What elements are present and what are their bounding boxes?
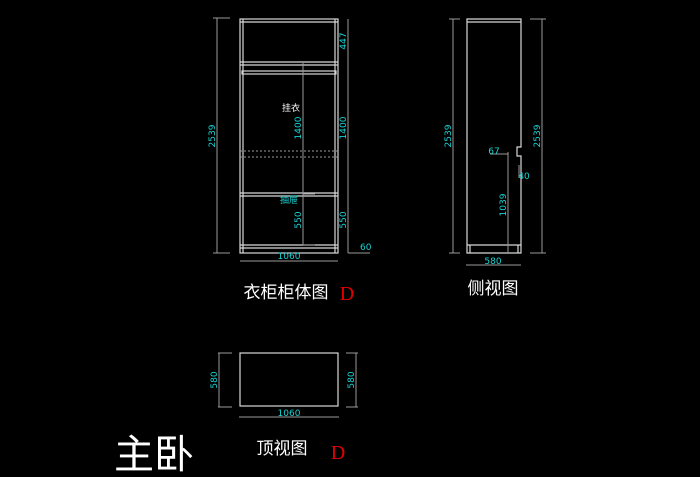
front-view: 2539 447 1400 1400 550 550 60 1060 挂衣 抽屉…	[208, 17, 372, 305]
side-view-title: 侧视图	[468, 279, 519, 299]
top-view: 580 580 1060 顶视图 D	[210, 352, 358, 464]
notch-elevation-dim: 1039	[499, 193, 509, 216]
top-depth-right-dim: 580	[347, 371, 357, 388]
cabinet-outline	[239, 18, 339, 254]
top-depth-left-dim: 580	[210, 371, 220, 388]
side-height-left-dim: 2539	[444, 124, 454, 147]
plinth-dim: 60	[360, 243, 372, 253]
front-width-dim: 1060	[278, 252, 301, 262]
side-view: 2539 2539 67 40 1039 580 侧视图	[444, 18, 546, 299]
hanging-rail	[241, 70, 337, 75]
side-depth-dim: 580	[484, 257, 501, 267]
drawer-inner-dim: 550	[294, 211, 304, 228]
drawer-section-dim: 550	[339, 211, 349, 228]
side-height-right-dim: 2539	[533, 124, 543, 147]
front-view-mark: D	[340, 283, 354, 305]
notch-depth-dim: 67	[488, 147, 499, 157]
top-width-dim: 1060	[278, 409, 301, 419]
hanging-label: 挂衣	[282, 102, 300, 114]
top-view-mark: D	[331, 442, 345, 464]
front-view-title: 衣柜柜体图	[244, 283, 329, 303]
hanging-inner-dim: 1400	[294, 116, 304, 139]
front-height-dim: 2539	[208, 124, 218, 147]
drawer-label: 抽屉	[280, 194, 298, 206]
top-section-dim: 447	[339, 32, 349, 49]
top-view-title: 顶视图	[257, 439, 308, 459]
side-outline	[466, 18, 522, 254]
top-outline	[239, 352, 339, 407]
hanging-section-dim: 1400	[339, 116, 349, 139]
room-label: 主卧	[114, 432, 194, 477]
notch-height-dim: 40	[518, 172, 530, 182]
